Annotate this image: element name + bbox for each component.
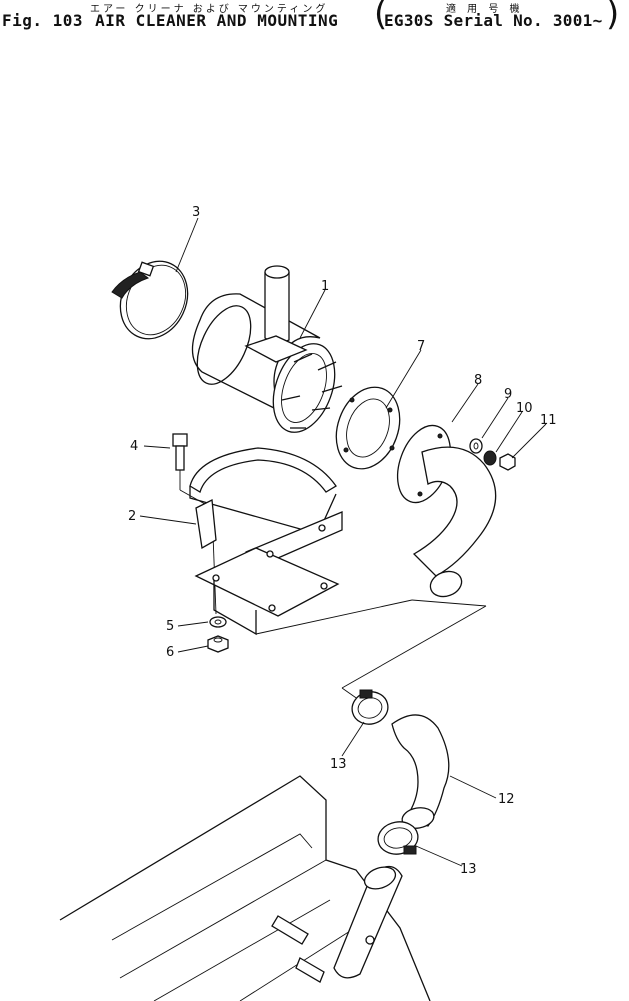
callout-1: 1 (321, 279, 329, 294)
callout-9: 9 (504, 387, 512, 402)
part-11-nut (499, 453, 516, 471)
part-6-nut (207, 635, 229, 653)
callout-11: 11 (540, 413, 557, 428)
part-7-gasket (335, 386, 401, 470)
part-9-washer (469, 438, 483, 454)
right-parenthesis: ) (606, 0, 620, 34)
callout-4: 4 (130, 439, 138, 454)
part-13-clamp-upper (351, 689, 389, 725)
part-8-elbow-pipe (396, 424, 497, 598)
callout-5: 5 (166, 619, 174, 634)
japanese-serial-label: 適 用 号 機 (446, 4, 524, 15)
figure-header: エアー クリーナ および マウンティング 適 用 号 機 Fig. 103 AIR… (0, 0, 629, 40)
part-3-clamp (111, 260, 189, 340)
part-5-washer (209, 616, 227, 628)
callout-12: 12 (498, 792, 515, 807)
part-13-clamp-lower (377, 821, 419, 855)
callout-7: 7 (417, 339, 425, 354)
left-parenthesis: ( (374, 0, 388, 34)
assembly-line (341, 605, 487, 689)
part-12-hose (391, 714, 450, 829)
callout-6: 6 (166, 645, 174, 660)
callout-13-upper: 13 (330, 757, 347, 772)
part-2-bracket (189, 447, 487, 636)
figure-title: AIR CLEANER AND MOUNTING (95, 11, 339, 30)
engine-block-outline (59, 775, 431, 1001)
callout-10: 10 (516, 401, 533, 416)
part-1-air-cleaner (191, 265, 343, 433)
leader-lines (139, 217, 547, 867)
part-10-spring-washer (483, 450, 497, 466)
japanese-title: エアー クリーナ および マウンティング (90, 4, 329, 15)
figure-number: Fig. 103 (2, 11, 84, 30)
callout-3: 3 (192, 205, 200, 220)
callout-8: 8 (474, 373, 482, 388)
figure-title-line: Fig. 103 AIR CLEANER AND MOUNTING (2, 11, 350, 30)
callout-2: 2 (128, 509, 136, 524)
callout-13-lower: 13 (460, 862, 477, 877)
serial-applicability: EG30S Serial No. 3001~ (384, 11, 603, 30)
